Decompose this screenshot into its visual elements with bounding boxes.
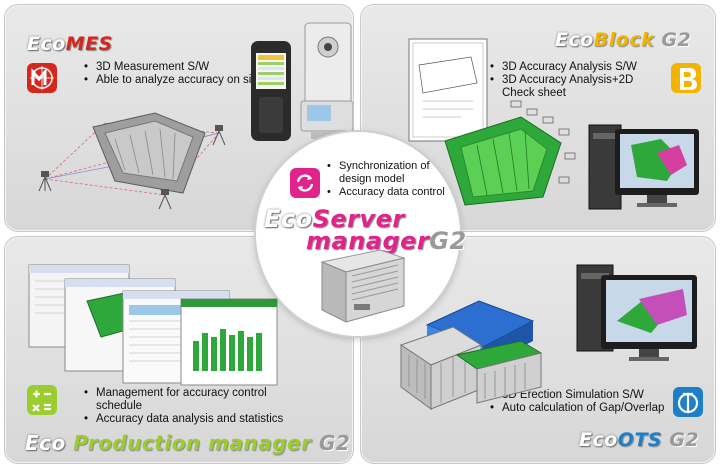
annotation-points xyxy=(510,100,576,184)
server-feature-list: Synchronization of design model Accuracy… xyxy=(326,160,456,199)
server-feature-item: Accuracy data control xyxy=(326,186,456,199)
production-calculator-logo-icon xyxy=(27,385,57,415)
ots-feature-list: 3D Erection Simulation S/W Auto calculat… xyxy=(489,389,669,415)
mes-feature-item: 3D Measurement S/W xyxy=(83,61,273,74)
server-feature-item: Synchronization of design model xyxy=(326,160,456,186)
ship-block-model-image xyxy=(399,300,535,410)
server-sync-logo-icon xyxy=(290,168,320,198)
software-window-image xyxy=(180,298,278,386)
mes-m-logo-icon xyxy=(27,63,57,93)
production-feature-list: Management for accuracy control schedule… xyxy=(83,387,313,426)
eco-mes-title: EcoMES xyxy=(27,33,113,55)
panel-eco-block: EcoBlock G2 3D Accuracy Analysis S/W 3D … xyxy=(360,4,716,232)
mes-feature-item: Able to analyze accuracy on site xyxy=(83,74,273,87)
workstation-computer-image xyxy=(576,264,697,361)
green-block-model-image xyxy=(444,116,562,206)
eco-block-title: EcoBlock G2 xyxy=(555,29,692,51)
block-analysis-illustration xyxy=(408,38,699,210)
panel-eco-ots: EcoOTS G2 3D Erection Simulation S/W Aut… xyxy=(360,236,716,464)
ots-erection-illustration xyxy=(399,264,697,410)
mes-feature-list: 3D Measurement S/W Able to analyze accur… xyxy=(83,61,273,87)
block-feature-item: 3D Accuracy Analysis+2D Check sheet xyxy=(489,74,669,100)
block-feature-list: 3D Accuracy Analysis S/W 3D Accuracy Ana… xyxy=(489,61,669,100)
mes-measurement-illustration xyxy=(38,22,353,210)
production-feature-item: Management for accuracy control schedule xyxy=(83,387,313,413)
handheld-device-image xyxy=(251,41,291,141)
ots-logo-icon xyxy=(673,387,703,417)
production-screens-illustration xyxy=(28,264,278,386)
total-station-image xyxy=(300,22,353,139)
hull-block-image xyxy=(92,112,206,194)
panel-eco-mes: EcoMES 3D Measurement S/W Able to analyz… xyxy=(4,4,354,232)
eco-ots-title: EcoOTS G2 xyxy=(579,429,700,451)
ship-block-model-image xyxy=(455,340,543,404)
eco-production-manager-title: Eco Production manager G2 xyxy=(25,431,351,455)
survey-tripod-image xyxy=(38,125,226,210)
eco-server-manager-title-line2: managerG2 xyxy=(306,227,467,255)
block-b-logo-icon xyxy=(671,63,701,93)
ots-feature-item: Auto calculation of Gap/Overlap xyxy=(489,402,669,415)
block-feature-item: 3D Accuracy Analysis S/W xyxy=(489,61,669,74)
workstation-computer-image xyxy=(588,124,699,210)
production-feature-item: Accuracy data analysis and statistics xyxy=(83,413,313,426)
eco-server-manager-title: EcoServer xyxy=(264,205,405,233)
check-sheet-image xyxy=(408,38,488,142)
